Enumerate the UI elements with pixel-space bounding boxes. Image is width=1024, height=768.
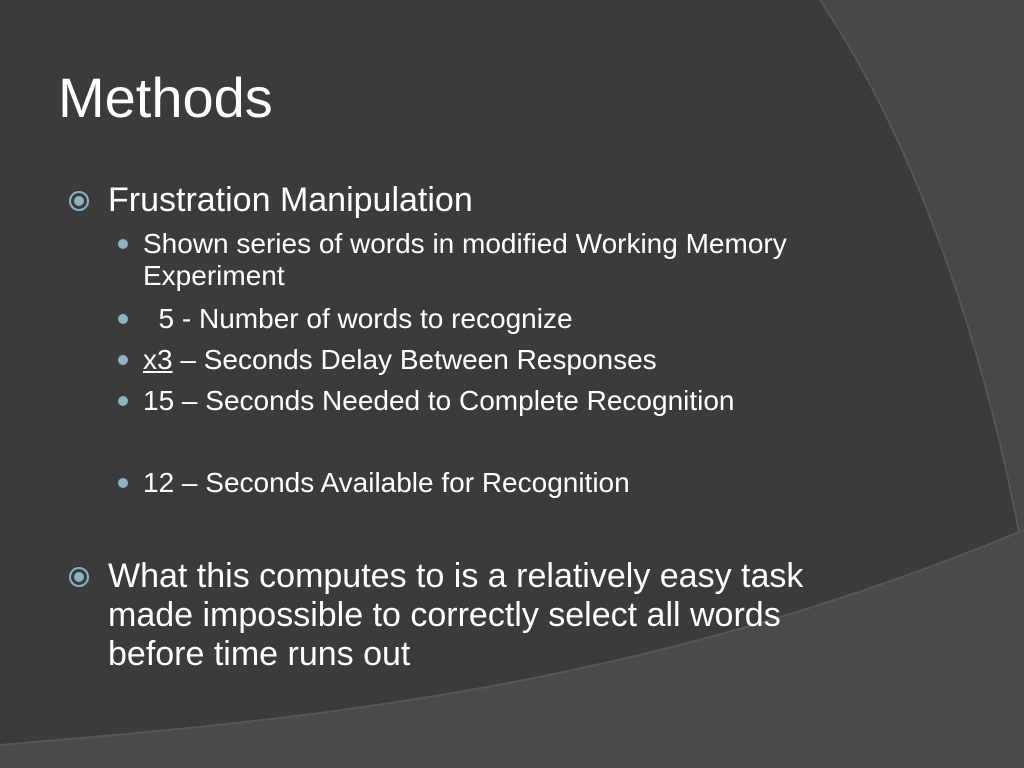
filled-dot-icon [118, 396, 128, 406]
sub-bullet-shown-series: Shown series of words in modified Workin… [143, 228, 787, 291]
underlined-x3: x3 [143, 344, 173, 375]
bottom-curve-edge [0, 529, 1024, 746]
circle-target-icon [69, 191, 89, 211]
circle-target-icon [69, 567, 89, 587]
filled-dot-icon [118, 314, 128, 324]
sub-bullet-number-of-words: 5 - Number of words to recognize [143, 303, 573, 334]
sub-bullet-delay: x3 – Seconds Delay Between Responses [143, 344, 883, 376]
bullet-frustration-manipulation: Frustration Manipulation [108, 181, 473, 219]
filled-dot-icon [118, 239, 128, 249]
sub-bullet-seconds-needed: 15 – Seconds Needed to Complete Recognit… [143, 385, 735, 416]
filled-dot-icon [118, 478, 128, 488]
delay-text: – Seconds Delay Between Responses [172, 344, 657, 375]
bullet-what-this-computes: What this computes to is a relatively ea… [108, 557, 804, 673]
bottom-curve-band [0, 530, 1024, 768]
slide-title: Methods [58, 66, 273, 129]
filled-dot-icon [118, 355, 128, 365]
top-right-curve-band [820, 0, 1024, 560]
top-right-curve-edge [819, 0, 1024, 561]
sub-bullet-seconds-available: 12 – Seconds Available for Recognition [143, 467, 630, 498]
